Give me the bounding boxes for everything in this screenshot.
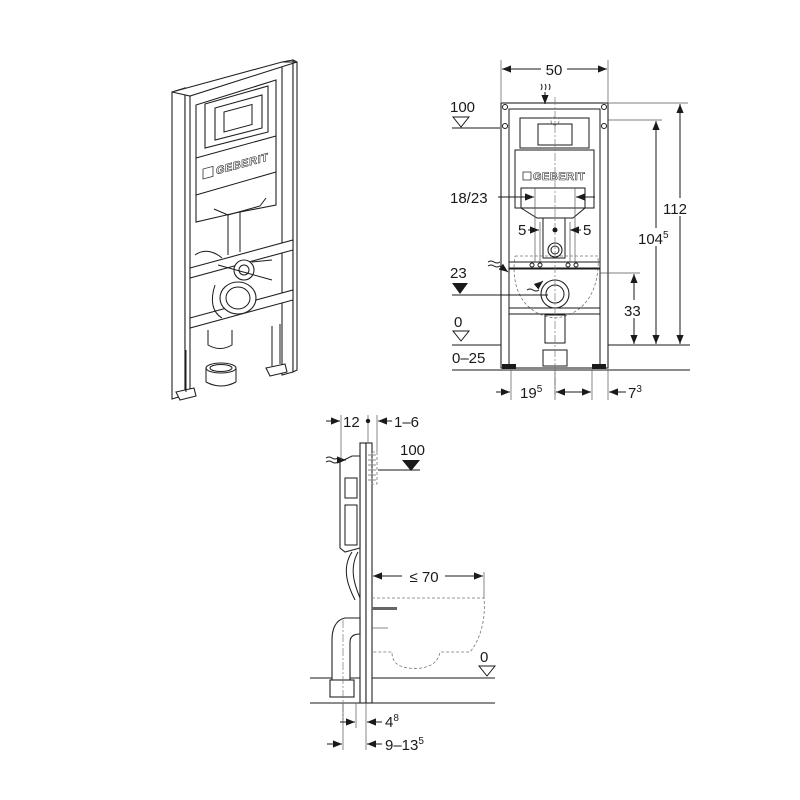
dim-width: 50	[546, 62, 563, 79]
dim-base-offset: 48	[385, 713, 399, 731]
dim-wall-gap: 1–6	[394, 414, 419, 431]
svg-text:GEBERIT: GEBERIT	[533, 171, 585, 183]
dim-foot-adjust: 0–25	[452, 350, 485, 367]
front-view: GEBERIT 50	[450, 60, 694, 402]
dim-height-104-5: 1045	[638, 230, 669, 248]
dim-offset-right: 5	[583, 222, 591, 239]
dim-flush-height-side: 100	[400, 442, 425, 459]
dim-floor-side: 0	[480, 649, 488, 666]
side-view: ≤ 70 0 100 12 1–6 48 9–135	[310, 414, 497, 754]
dim-foot-offset: 195	[520, 384, 543, 402]
brand-logo-front: GEBERIT	[522, 171, 585, 183]
dim-supply-height: 23	[450, 265, 467, 282]
dim-offset-left: 5	[518, 222, 526, 239]
dim-pipe-offset: 9–135	[385, 736, 424, 754]
dim-outlet-height: 33	[624, 303, 641, 320]
dim-total-height: 112	[663, 201, 687, 218]
dim-depth-top: 12	[343, 414, 360, 431]
dim-flush-height-front: 100	[450, 99, 475, 116]
dim-floor-front: 0	[454, 314, 462, 331]
dim-actuator-width: 18/23	[450, 190, 488, 207]
dim-foot-edge: 73	[628, 384, 642, 402]
perspective-view: GEBERIT	[171, 59, 298, 401]
dim-bowl-projection: ≤ 70	[409, 569, 438, 586]
